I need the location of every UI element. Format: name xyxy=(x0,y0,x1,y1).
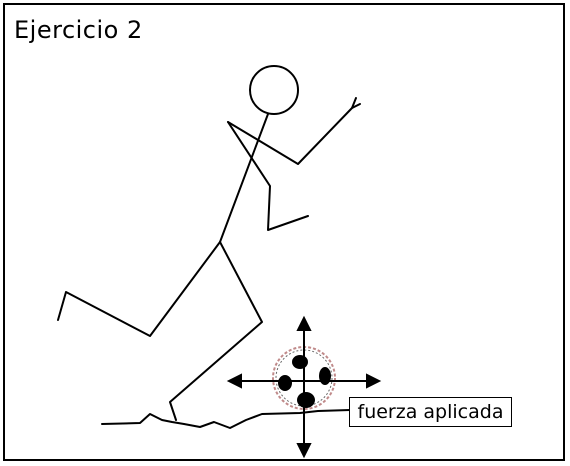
force-label-box: fuerza aplicada xyxy=(349,397,512,427)
exercise-title: Ejercicio 2 xyxy=(14,16,143,44)
front-leg xyxy=(169,241,263,421)
stick-figure xyxy=(57,65,361,421)
torso xyxy=(219,113,269,243)
ground-line xyxy=(101,409,351,429)
head xyxy=(249,65,299,115)
arrow-left xyxy=(226,373,242,389)
right-arm xyxy=(227,97,357,165)
arrow-down xyxy=(296,443,312,459)
arrow-up xyxy=(296,315,312,331)
arrow-right xyxy=(366,373,382,389)
left-arm xyxy=(227,121,309,231)
back-leg xyxy=(57,241,221,337)
force-label: fuerza aplicada xyxy=(357,401,504,423)
force-arrows xyxy=(226,315,382,459)
